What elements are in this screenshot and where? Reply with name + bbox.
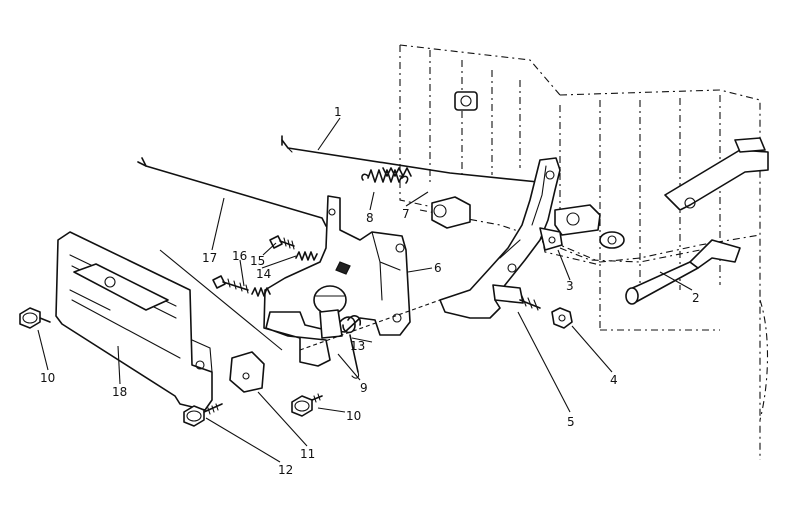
callout-4: 4 <box>610 373 618 387</box>
callout-11: 11 <box>300 447 315 461</box>
callout-17: 17 <box>202 251 217 265</box>
wire-link-9 <box>349 334 360 379</box>
callout-3: 3 <box>566 279 574 293</box>
nut-4 <box>551 307 573 329</box>
engine-boss-mid <box>554 204 601 236</box>
stud-bolt <box>519 295 541 311</box>
callout-9: 9 <box>360 381 368 395</box>
choke-lever-2 <box>625 239 741 305</box>
control-cam <box>313 261 351 339</box>
spring-8 <box>361 169 409 184</box>
engine-boss-lower <box>599 231 625 249</box>
callout-14: 14 <box>256 267 271 281</box>
callout-13: 13 <box>350 339 365 353</box>
engine-boss-top <box>454 91 478 111</box>
callout-7: 7 <box>402 207 410 221</box>
engine-bracket-right <box>664 137 769 211</box>
callout-6: 6 <box>434 261 442 275</box>
bolt-10-left <box>19 307 51 329</box>
cover-plate-18 <box>55 231 213 411</box>
screw-15 <box>269 235 295 250</box>
callout-15: 15 <box>250 254 265 268</box>
engine-boss-left <box>431 196 471 229</box>
lever-arm-3 <box>539 227 563 251</box>
screw-16 <box>212 275 271 297</box>
spring-14 <box>295 251 318 261</box>
lever-bracket-5 <box>439 157 561 319</box>
leader-lines <box>37 117 693 463</box>
bolt-12 <box>183 403 223 427</box>
callout-1: 1 <box>334 105 342 119</box>
callout-8: 8 <box>366 211 374 225</box>
callout-10-left: 10 <box>40 371 55 385</box>
callout-16: 16 <box>232 249 247 263</box>
callout-12: 12 <box>278 463 293 477</box>
governor-rod-17 <box>137 157 327 227</box>
callout-5: 5 <box>567 415 575 429</box>
throttle-rod-1 <box>281 135 549 184</box>
callout-2: 2 <box>692 291 700 305</box>
clamp-block-11 <box>229 351 265 393</box>
control-bracket-6 <box>263 195 411 367</box>
callout-10-right: 10 <box>346 409 361 423</box>
torsion-spring-13 <box>339 315 362 334</box>
rod-spring <box>382 167 412 177</box>
bolt-10-right <box>291 393 323 417</box>
callout-18: 18 <box>112 385 127 399</box>
